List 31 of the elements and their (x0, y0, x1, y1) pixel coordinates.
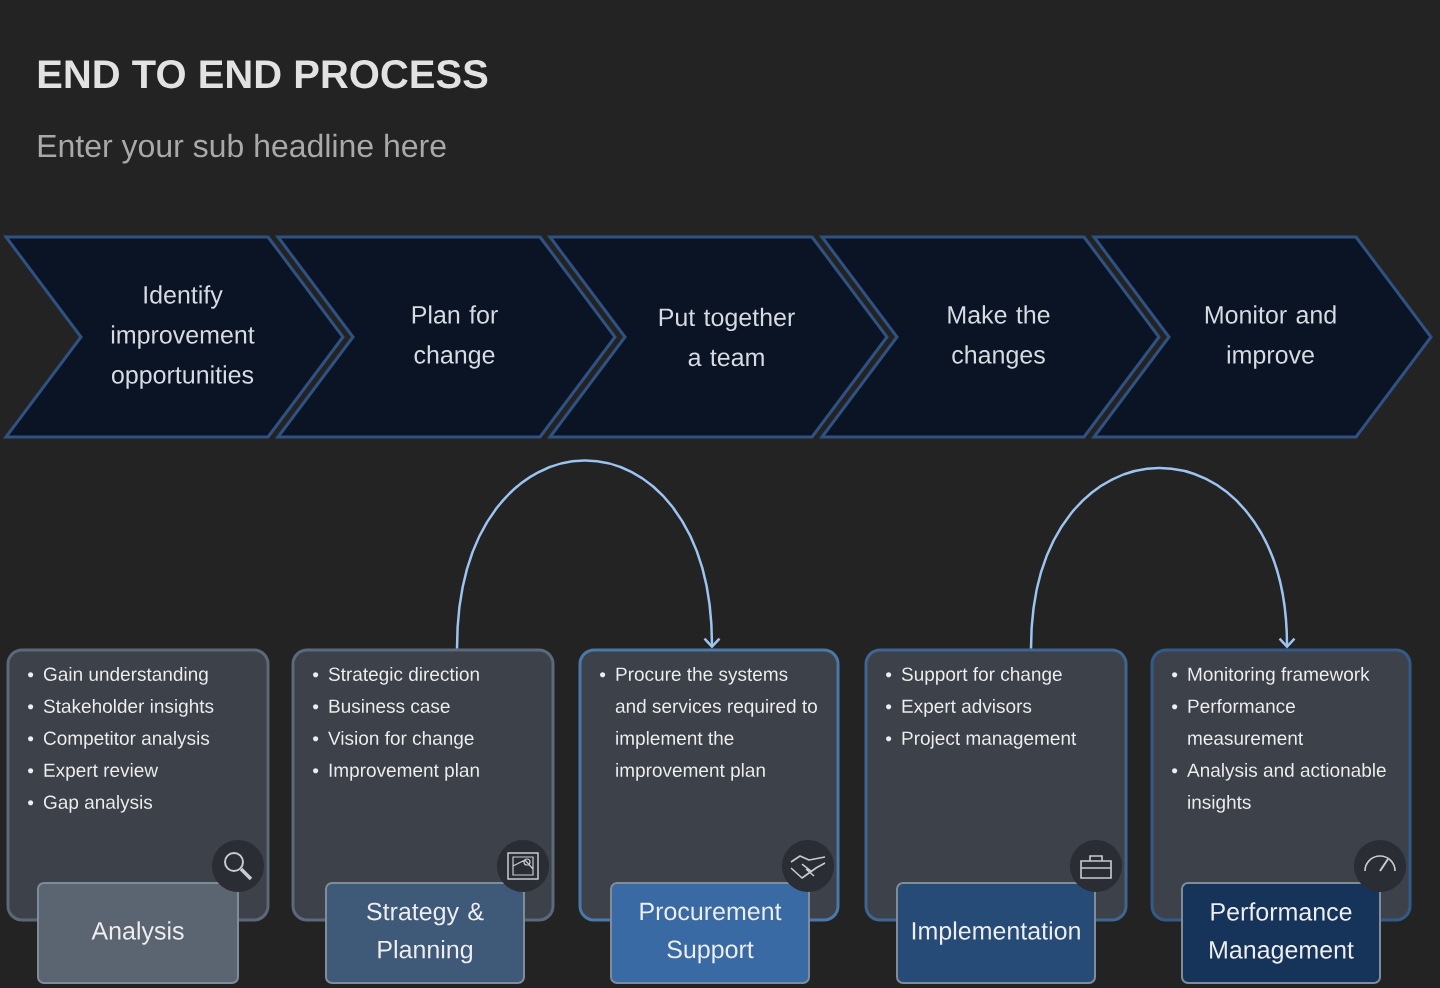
bullet-item: Performance measurement (1172, 699, 1303, 745)
bullet-item: Strategic direction (313, 667, 479, 685)
bullet-item: Expert advisors (886, 699, 1032, 717)
bullet-item: Improvement plan (313, 763, 479, 781)
category-tab: Strategy & Planning (325, 882, 525, 984)
process-step: Identify improvement opportunities (3, 235, 345, 439)
title: END TO END PROCESS (38, 60, 488, 89)
subtitle: Enter your sub headline here (38, 133, 446, 164)
curved-arrow (455, 459, 721, 649)
bullet-item: Procure the systems and services required to implement the improvement plan (600, 667, 817, 781)
bullet-item: Business case (313, 699, 450, 713)
bullet-item: Competitor analysis (28, 731, 210, 749)
process-step: Make the changes (819, 235, 1161, 439)
bullet-item: Analysis and actionable insights (1172, 763, 1386, 813)
bullet-item: Gap analysis (28, 795, 153, 813)
category-tab: Performance Management (1181, 882, 1381, 984)
node-label: Monitor and improve (1205, 305, 1336, 369)
category-tab: Procurement Support (610, 882, 810, 984)
process-step: Monitor and improve (1091, 235, 1433, 439)
bullet-item: Project management (886, 731, 1077, 749)
bullet-item: Stakeholder insights (28, 699, 214, 717)
category-tab: Analysis (37, 882, 239, 984)
category-tab: Implementation (896, 882, 1096, 984)
bullet-item: Monitoring framework (1172, 667, 1370, 685)
bullet-item: Support for change (886, 667, 1062, 685)
bullet-item: Vision for change (313, 731, 474, 749)
curved-arrow (1029, 467, 1296, 649)
bullet-item: Gain understanding (28, 667, 208, 685)
process-step: Put together a team (547, 235, 889, 439)
bullet-item: Expert review (28, 763, 159, 781)
process-step: Plan for change (275, 235, 617, 439)
